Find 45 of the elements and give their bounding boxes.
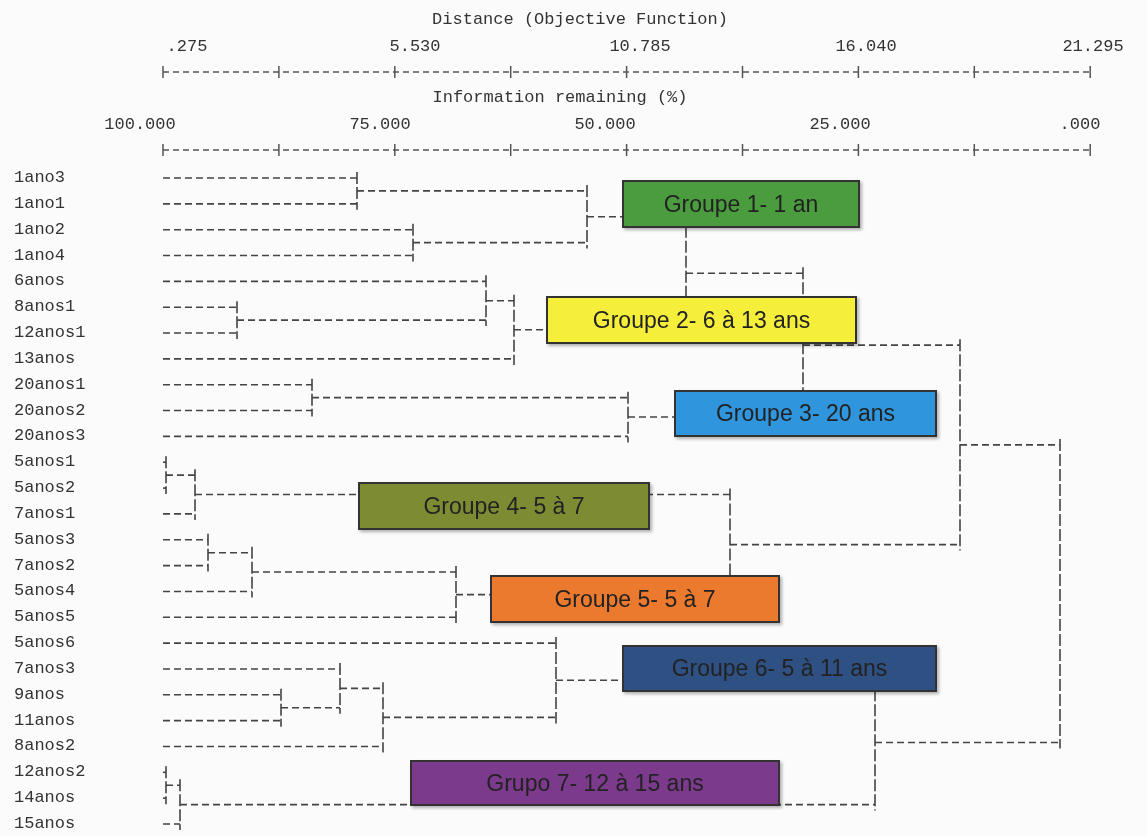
case-label: 5anos2 bbox=[14, 478, 76, 499]
axis-tick-label: .000 bbox=[1059, 115, 1101, 135]
case-label: 5anos1 bbox=[14, 452, 76, 473]
group-label-box: Groupe 6- 5 à 11 ans bbox=[622, 645, 937, 692]
case-label: 20anos2 bbox=[14, 400, 86, 421]
case-label: 9anos bbox=[14, 684, 65, 705]
group-label-box: Groupe 5- 5 à 7 bbox=[490, 575, 780, 623]
axis-tick-label: .275 bbox=[166, 37, 208, 57]
case-label: 5anos6 bbox=[14, 633, 76, 654]
case-label: 12anos2 bbox=[14, 762, 86, 783]
case-label: 14anos bbox=[14, 788, 76, 809]
axis-tick-label: 16.040 bbox=[835, 37, 897, 57]
axis-tick-label: 100.000 bbox=[104, 115, 176, 135]
case-label: 5anos4 bbox=[14, 581, 76, 602]
group-label-box: Groupe 4- 5 à 7 bbox=[358, 482, 650, 530]
group-label-box: Groupe 2- 6 à 13 ans bbox=[546, 296, 857, 344]
case-label: 1ano1 bbox=[14, 193, 65, 214]
axis-tick-label: 75.000 bbox=[349, 115, 411, 135]
case-label: 8anos1 bbox=[14, 297, 76, 318]
case-label: 5anos5 bbox=[14, 607, 76, 628]
case-label: 7anos3 bbox=[14, 658, 76, 679]
group-label-box: Groupe 1- 1 an bbox=[622, 180, 860, 228]
group-label-box: Grupo 7- 12 à 15 ans bbox=[410, 760, 780, 806]
group-label-box: Groupe 3- 20 ans bbox=[674, 390, 937, 437]
axis-title: Information remaining (%) bbox=[432, 88, 688, 108]
case-label: 1ano2 bbox=[14, 219, 65, 240]
case-label: 1ano4 bbox=[14, 245, 65, 266]
axis-tick-label: 50.000 bbox=[574, 115, 636, 135]
case-label: 5anos3 bbox=[14, 529, 76, 550]
case-label: 13anos bbox=[14, 348, 76, 369]
case-label: 12anos1 bbox=[14, 323, 86, 344]
axis-tick-label: 21.295 bbox=[1062, 37, 1124, 57]
case-label: 6anos bbox=[14, 271, 65, 292]
case-label: 7anos1 bbox=[14, 503, 76, 524]
case-label: 15anos bbox=[14, 814, 76, 834]
case-label: 1ano3 bbox=[14, 168, 65, 188]
case-label: 20anos1 bbox=[14, 374, 86, 395]
case-label: 20anos3 bbox=[14, 426, 86, 447]
case-label: 11anos bbox=[14, 710, 76, 731]
case-label: 8anos2 bbox=[14, 736, 76, 757]
axis-tick-label: 5.530 bbox=[389, 37, 441, 57]
axis-tick-label: 10.785 bbox=[609, 37, 671, 57]
axis-tick-label: 25.000 bbox=[809, 115, 871, 135]
case-label: 7anos2 bbox=[14, 555, 76, 576]
axis-title: Distance (Objective Function) bbox=[432, 10, 728, 30]
